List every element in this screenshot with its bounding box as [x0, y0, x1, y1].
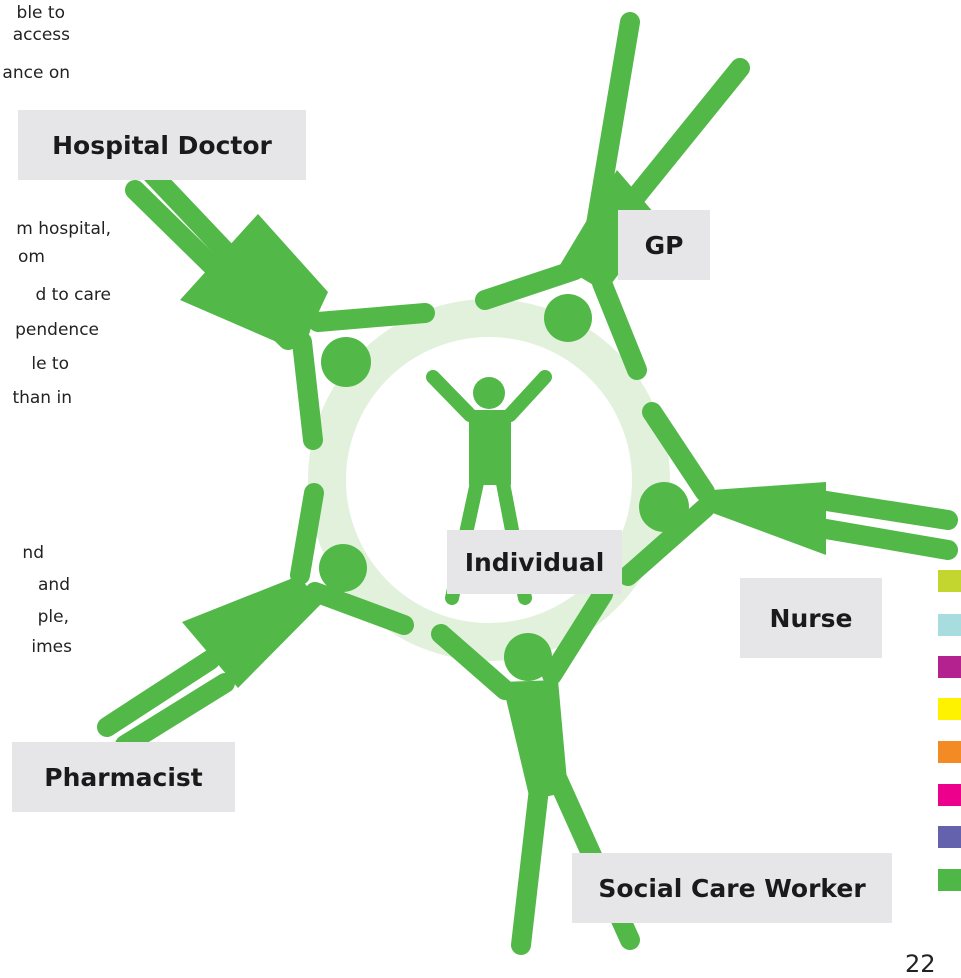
- social-care-arm-stroke: [431, 624, 515, 700]
- legend-swatch: [938, 656, 961, 678]
- pharmacist-leg-stroke: [115, 673, 235, 755]
- legend-swatch: [938, 698, 961, 720]
- pharmacist-arm-stroke: [290, 483, 324, 585]
- text-line: ple,: [37, 607, 69, 627]
- individual-arm-stroke: [426, 370, 477, 422]
- nurse-torso: [710, 482, 826, 555]
- text-line: le to: [31, 354, 69, 374]
- legend-swatch: [938, 784, 961, 806]
- text-line: and: [38, 575, 70, 595]
- social-care-leg-stroke: [511, 770, 550, 955]
- text-line: imes: [31, 637, 72, 657]
- text-line: d to care: [35, 285, 111, 305]
- hospital-doctor-arm-stroke: [292, 332, 323, 450]
- pharmacist-torso: [182, 576, 322, 688]
- nurse-arm-stroke: [642, 402, 715, 502]
- label-individual: Individual: [447, 530, 622, 594]
- social-care-arm-stroke: [542, 584, 613, 685]
- hospital-doctor-arm-stroke: [308, 303, 435, 332]
- legend-swatch: [938, 570, 961, 592]
- figure-shapes: [180, 170, 826, 800]
- pharmacist-head: [319, 544, 367, 592]
- social-care-head: [504, 633, 552, 681]
- label-gp: GP: [618, 210, 710, 280]
- nurse-arm-stroke: [618, 498, 715, 586]
- individual-torso: [469, 410, 511, 485]
- hospital-doctor-torso: [180, 214, 328, 352]
- nurse-leg-stroke: [810, 490, 958, 530]
- gp-torso: [560, 170, 660, 292]
- text-line: than in: [12, 388, 72, 408]
- social-care-torso: [502, 680, 568, 800]
- care-ring: [308, 299, 670, 661]
- text-line: ance on: [2, 63, 70, 83]
- text-line: ble to: [16, 3, 65, 23]
- legend-swatch: [938, 741, 961, 763]
- text-line: access: [12, 25, 70, 45]
- legend-swatch: [938, 826, 961, 848]
- legend-swatch: [938, 614, 961, 636]
- text-line: om: [18, 247, 45, 267]
- gp-arm-stroke: [592, 273, 647, 380]
- individual-head: [473, 377, 505, 409]
- pharmacist-leg-stroke: [97, 650, 220, 737]
- text-line: pendence: [15, 320, 99, 340]
- gp-head: [544, 294, 592, 342]
- label-nurse: Nurse: [740, 578, 882, 658]
- gp-arm-stroke: [475, 260, 585, 310]
- label-pharmacist: Pharmacist: [12, 742, 235, 812]
- nurse-head: [639, 482, 689, 532]
- page-number: 22: [905, 950, 936, 978]
- text-line: nd: [22, 543, 44, 563]
- individual-arm-stroke: [503, 370, 552, 422]
- nurse-leg-stroke: [810, 518, 958, 560]
- label-hospital-doctor: Hospital Doctor: [18, 110, 306, 180]
- legend-swatch: [938, 869, 961, 891]
- pharmacist-arm-stroke: [305, 582, 414, 635]
- text-line: m hospital,: [16, 219, 111, 239]
- label-social-care-worker: Social Care Worker: [572, 853, 892, 923]
- hospital-doctor-head: [321, 337, 371, 387]
